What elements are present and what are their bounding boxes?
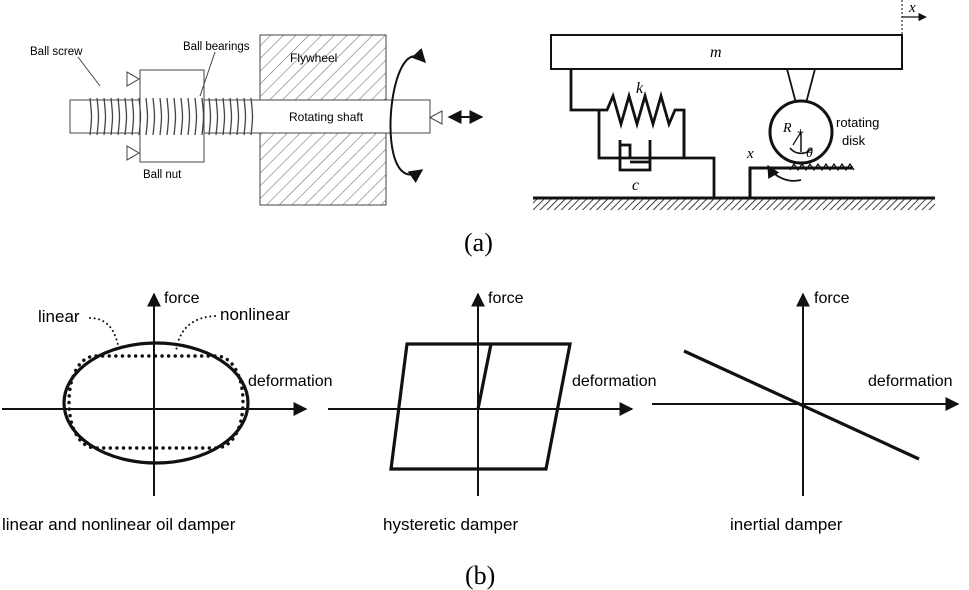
support-bottom	[126, 145, 140, 161]
support-right	[428, 110, 443, 125]
spring-damper-frame	[569, 69, 716, 197]
caption: inertial damper	[730, 515, 843, 534]
rotating-disk: +	[748, 68, 855, 198]
ball-nut	[139, 69, 205, 163]
elastic-branch	[476, 343, 493, 410]
panel-oil-damper: linear nonlinear force deformation linea…	[2, 290, 333, 534]
linear-leader	[89, 317, 119, 346]
rotation-arrow	[389, 48, 426, 183]
y-axis-label: force	[488, 290, 524, 307]
label-flywheel: Flywheel	[290, 51, 337, 65]
label-mass: m	[710, 44, 722, 61]
panel-inertial-damper: force deformation inertial damper	[652, 290, 960, 534]
nonlinear-loop	[67, 354, 245, 450]
label-rotating-shaft: Rotating shaft	[289, 110, 364, 124]
x-axis-label: deformation	[572, 373, 657, 390]
screw-threads	[89, 97, 254, 136]
label-radius: R	[782, 121, 792, 136]
label-ball-bearings: Ball bearings	[183, 41, 250, 53]
label-spring-k: k	[636, 80, 644, 97]
hub-mark: +	[797, 125, 804, 139]
linear-loop	[62, 341, 250, 465]
label-x-displacement: x	[908, 0, 916, 16]
label-ball-nut: Ball nut	[143, 169, 182, 181]
y-axis-label: force	[164, 290, 200, 307]
label-nonlinear: nonlinear	[220, 305, 290, 324]
label-linear: linear	[38, 307, 80, 326]
inertial-line	[683, 349, 920, 461]
ball-screw-leader	[77, 56, 101, 87]
label-ball-screw: Ball screw	[30, 46, 83, 58]
label-disk: disk	[842, 133, 866, 148]
x-axis-label: deformation	[868, 373, 953, 390]
label-a: (a)	[464, 228, 493, 257]
rotating-shaft	[69, 99, 431, 134]
ball-screw-device: Ball screw Ball bearings Flywheel Rotati…	[30, 34, 484, 206]
support-top	[126, 71, 140, 87]
rack-teeth	[789, 162, 855, 172]
nonlinear-leader	[175, 315, 216, 353]
panel-hysteretic-damper: force deformation hysteretic damper	[328, 290, 657, 534]
x-axis-label: deformation	[248, 373, 333, 390]
label-damper-c: c	[632, 177, 639, 194]
mechanical-model: x m k c +	[533, 0, 935, 210]
ball-bearings-leader	[199, 51, 216, 97]
caption: hysteretic damper	[383, 515, 518, 534]
label-x-disk: x	[746, 146, 754, 162]
caption: linear and nonlinear oil damper	[2, 515, 236, 534]
hysteresis-loop	[389, 342, 572, 471]
label-b: (b)	[465, 561, 495, 590]
label-rotating: rotating	[836, 115, 879, 130]
ground-hatch	[533, 198, 935, 210]
label-angle: θ	[806, 146, 813, 161]
mass-block	[550, 34, 903, 70]
y-axis-label: force	[814, 290, 850, 307]
